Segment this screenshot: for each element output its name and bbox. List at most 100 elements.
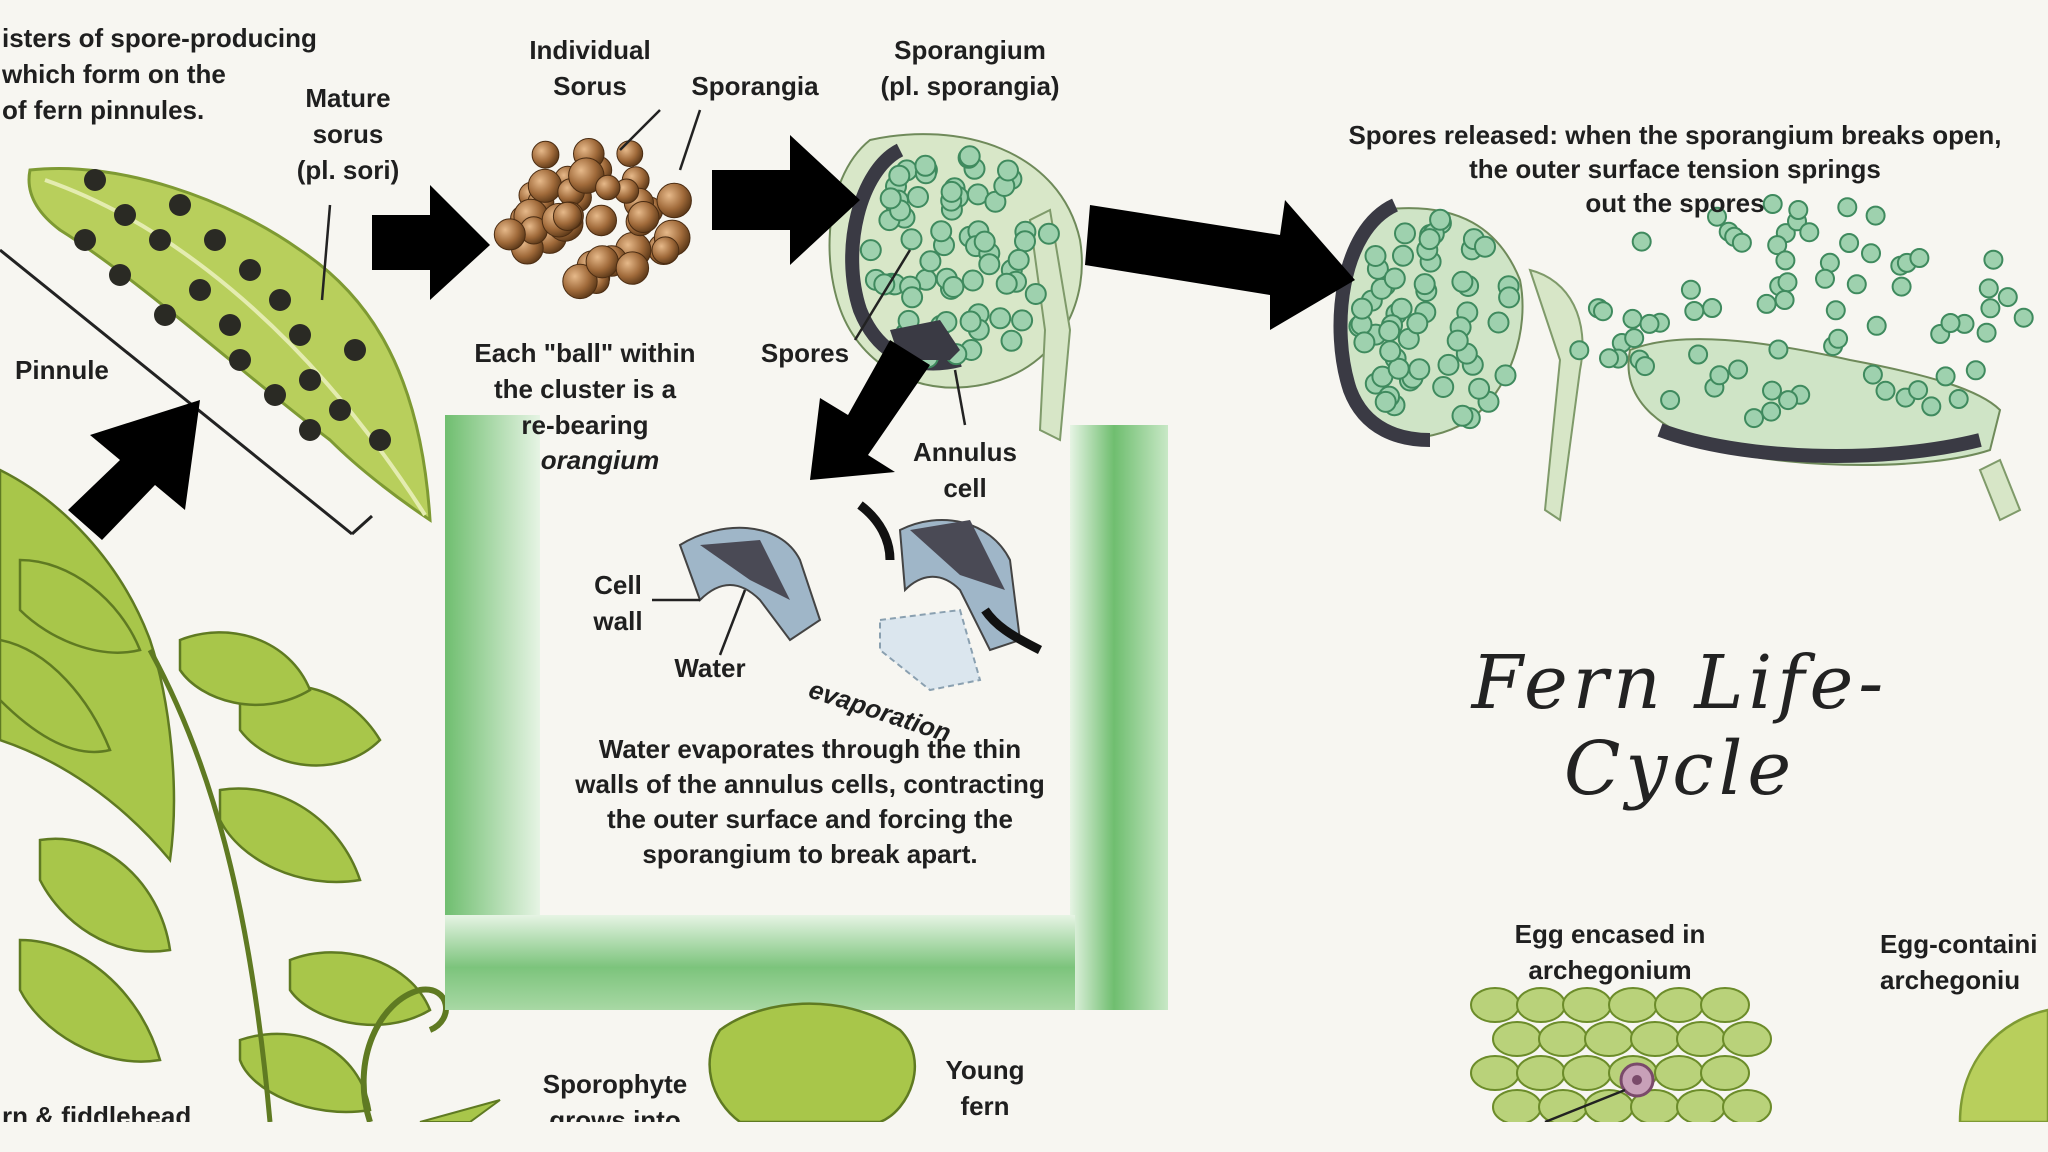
spore xyxy=(1788,200,1809,220)
individual-sorus-cluster xyxy=(493,138,692,300)
spore xyxy=(1392,244,1414,267)
cell-wall-label: Cell wall xyxy=(593,570,643,636)
spore xyxy=(1014,230,1036,253)
water-evaporates-caption: Water evaporates through the thin walls … xyxy=(575,734,1045,869)
spore xyxy=(1374,390,1397,413)
spore xyxy=(1837,197,1858,218)
spore xyxy=(1432,376,1455,398)
spore xyxy=(1383,267,1406,290)
spore xyxy=(1680,279,1701,300)
spore xyxy=(1935,366,1956,387)
archegonium-cell xyxy=(1630,1021,1680,1057)
sorus-dot xyxy=(299,419,321,441)
archegonium-cells xyxy=(1470,987,1772,1125)
sorus-dot xyxy=(114,204,136,226)
spore xyxy=(942,276,965,298)
spore xyxy=(1468,377,1491,400)
spore xyxy=(1862,364,1883,385)
sorus-dot xyxy=(299,369,321,391)
archegonium-cell xyxy=(1492,1021,1542,1057)
sporangia-pointer-1 xyxy=(619,109,661,151)
spore xyxy=(1731,232,1752,253)
spore xyxy=(1940,313,1961,333)
mature-sorus-pointer xyxy=(320,204,332,301)
spore xyxy=(1948,389,1969,409)
egg-nucleus xyxy=(1632,1075,1642,1085)
sorus-dot xyxy=(264,384,286,406)
frame-bottom-bar xyxy=(445,915,1075,1010)
spore xyxy=(1599,348,1619,369)
opening-spores xyxy=(1348,208,1521,430)
spore xyxy=(1976,322,1997,343)
top-left-caption: isters of spore-producing which form on … xyxy=(2,23,317,125)
frame-left-bar xyxy=(445,415,540,1010)
spore xyxy=(973,230,996,253)
spore xyxy=(1978,278,1999,299)
spore xyxy=(1635,356,1655,377)
spore xyxy=(1446,329,1469,352)
spore xyxy=(958,145,981,168)
sori-dots xyxy=(74,169,391,451)
sorus-dot xyxy=(229,349,251,371)
egg-containing-label: Egg-containi archegoniu xyxy=(1880,929,2038,995)
spore xyxy=(1390,297,1413,320)
spore xyxy=(901,286,924,309)
spore xyxy=(940,180,963,203)
sorus-dot xyxy=(109,264,131,286)
sporangium-ball xyxy=(531,140,560,169)
spore xyxy=(919,250,942,273)
sporangium-burst xyxy=(1627,338,2022,522)
pinnule-bracket-end xyxy=(350,514,374,536)
spore xyxy=(1418,228,1441,251)
spore xyxy=(1487,311,1510,334)
archegonium-cell xyxy=(1470,987,1520,1023)
arrow-pinnule xyxy=(68,400,200,540)
arrow-to-sporangium xyxy=(712,135,860,265)
sorus-dot xyxy=(204,229,226,251)
sporangium-label: Sporangium (pl. sporangia) xyxy=(880,35,1060,101)
spore xyxy=(1965,360,1986,381)
archegonium-cell xyxy=(1654,1055,1704,1091)
spore xyxy=(1866,315,1887,336)
sporangium-ball xyxy=(585,204,617,237)
spore xyxy=(1921,396,1942,417)
sorus-dot xyxy=(169,194,191,216)
annulus-pointer xyxy=(953,369,967,426)
spore xyxy=(1846,274,1867,295)
archegonium-cell xyxy=(1562,1055,1612,1091)
sorus-dot xyxy=(344,339,366,361)
sporangium-ball xyxy=(585,245,619,279)
archegonium-cell xyxy=(1700,987,1750,1023)
archegonium-cell xyxy=(1608,987,1658,1023)
spore xyxy=(989,307,1012,330)
spore xyxy=(1815,268,1835,289)
spores-pointer xyxy=(853,249,912,341)
sporangium-ball xyxy=(552,201,583,231)
archegonium-cell xyxy=(1676,1021,1726,1057)
spore xyxy=(1983,249,2004,270)
spore xyxy=(1353,331,1376,354)
spore xyxy=(1839,233,1860,253)
spore xyxy=(930,220,953,243)
spore xyxy=(997,159,1019,182)
spore xyxy=(1437,353,1460,376)
spore xyxy=(1756,293,1777,314)
sorus-dot xyxy=(74,229,96,251)
sporangium-ball xyxy=(656,182,692,219)
sorus-dot xyxy=(289,324,311,346)
spore xyxy=(1000,329,1023,352)
spore xyxy=(1037,222,1060,245)
spore xyxy=(1980,298,2001,319)
sorus-dot xyxy=(219,314,241,336)
spore xyxy=(1767,235,1788,256)
spore xyxy=(1631,231,1652,252)
arrow-to-sorus xyxy=(372,185,490,300)
sporophyte-leaf-tip xyxy=(419,1099,501,1123)
sporangium-ball xyxy=(616,140,644,168)
spore xyxy=(1709,365,1730,386)
spore xyxy=(1011,309,1034,332)
spore xyxy=(1569,340,1590,361)
spore xyxy=(859,239,882,262)
spores-released-label: Spores released: when the sporangium bre… xyxy=(1348,120,2002,218)
spore xyxy=(1761,401,1782,422)
